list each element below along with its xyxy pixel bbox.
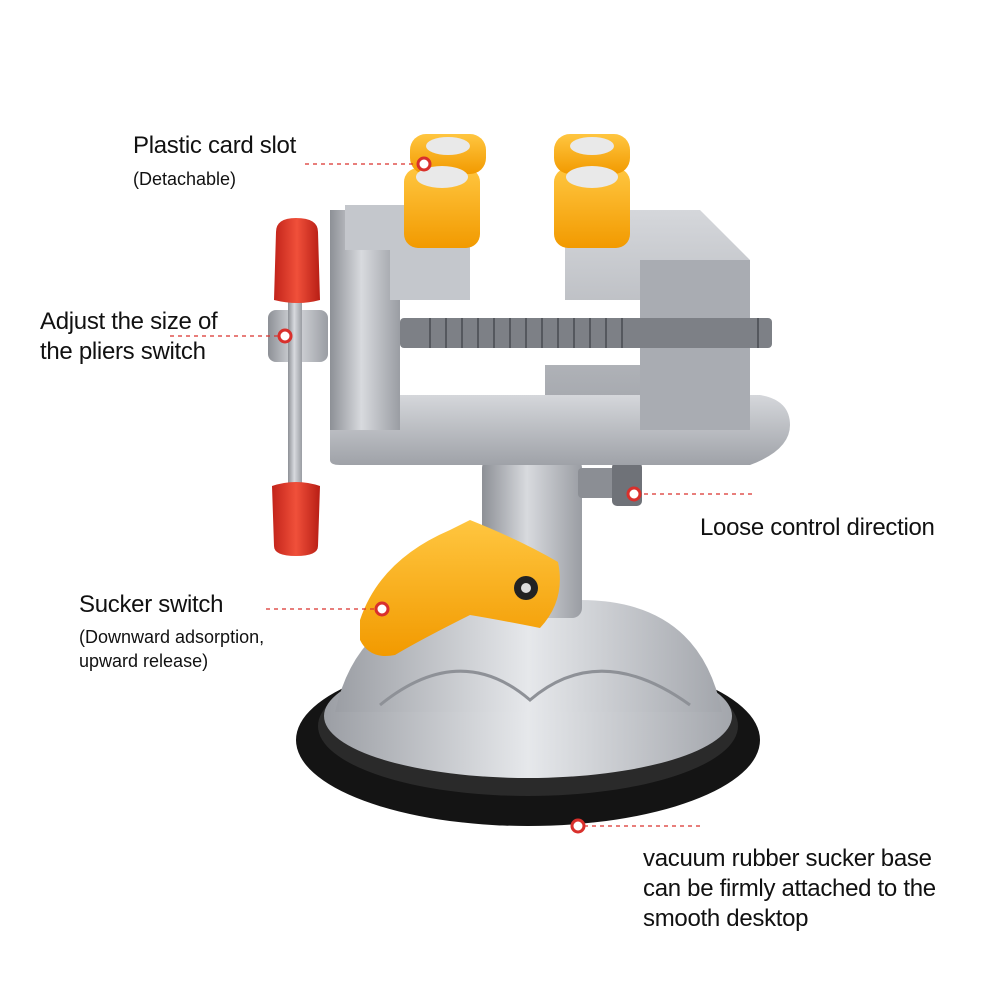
callout-dot-adjust [277, 328, 293, 344]
sucker-base-line1: vacuum rubber sucker base [643, 845, 932, 872]
sucker-lever [360, 520, 560, 656]
sucker-base-line2: can be firmly attached to the [643, 875, 936, 902]
callout-dot-loose [626, 486, 642, 502]
callout-lines [170, 156, 752, 834]
vise-handle [268, 218, 328, 556]
sucker-switch-note2: upward release) [79, 651, 209, 671]
card-slot-note: (Detachable) [133, 169, 237, 189]
loose-control-title: Loose control direction [700, 514, 935, 541]
adjust-size-line1: Adjust the size of [40, 308, 218, 335]
callout-dot-base [570, 818, 586, 834]
lead-screw [400, 318, 772, 348]
plastic-jaw-pads [404, 134, 630, 248]
callout-dot-sucker-switch [374, 601, 390, 617]
sucker-base-line3: smooth desktop [643, 905, 809, 932]
callout-dot-card-slot [416, 156, 432, 172]
adjust-size-line2: the pliers switch [40, 338, 206, 365]
sucker-switch-title: Sucker switch [79, 591, 224, 618]
sucker-switch-note1: (Downward adsorption, [79, 627, 265, 647]
card-slot-title: Plastic card slot [133, 132, 296, 159]
